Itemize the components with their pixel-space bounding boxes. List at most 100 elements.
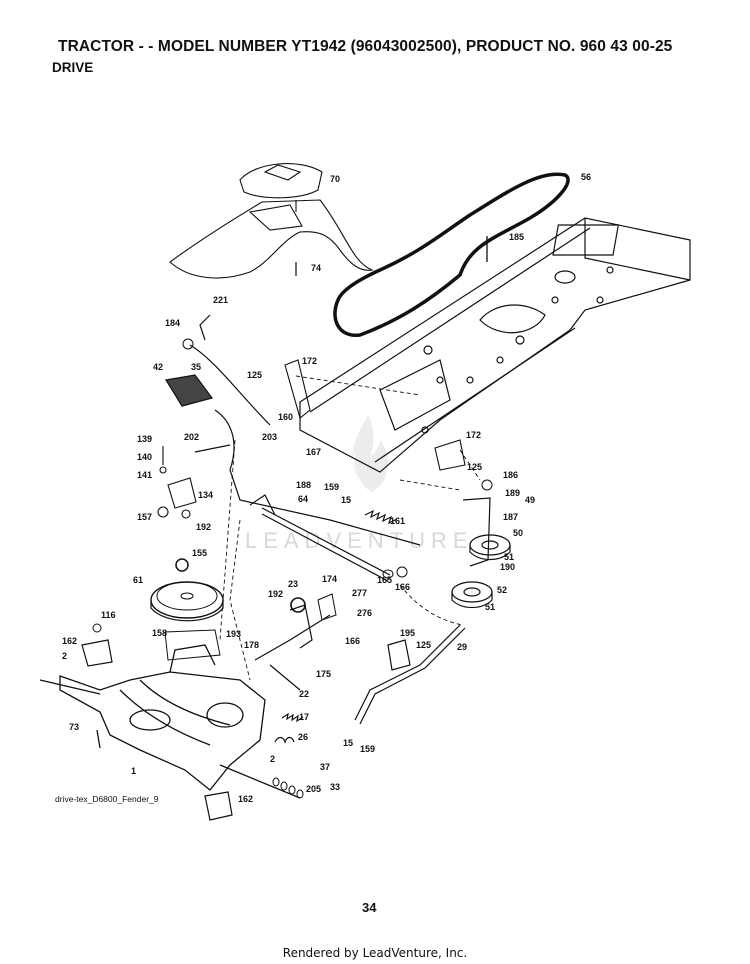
callout-139: 139 [137, 434, 152, 444]
bracket-172-upper [284, 359, 311, 419]
transaxle-1 [39, 644, 301, 799]
callout-159-upper: 159 [324, 482, 339, 492]
callout-159-lower: 159 [360, 744, 375, 754]
washers-37-205-33 [272, 777, 304, 799]
washer-165 [382, 569, 394, 579]
callout-50: 50 [513, 528, 523, 538]
callout-125-upper: 125 [247, 370, 262, 380]
callout-162-lower: 162 [238, 794, 253, 804]
bracket-174 [317, 593, 337, 621]
callout-186: 186 [503, 470, 518, 480]
callout-140: 140 [137, 452, 152, 462]
callout-64: 64 [298, 494, 308, 504]
callout-202: 202 [184, 432, 199, 442]
watermark-text: LEADVENTURE [245, 528, 474, 553]
section-title: DRIVE [52, 60, 94, 75]
callout-189: 189 [505, 488, 520, 498]
idler-pulley-52 [451, 581, 493, 609]
footer-text: Rendered by LeadVenture, Inc. [282, 946, 468, 960]
mount-162-lower [204, 791, 233, 821]
callout-49: 49 [525, 495, 535, 505]
nut-116 [92, 623, 102, 633]
knob-184 [182, 338, 194, 350]
callout-165: 165 [377, 575, 392, 585]
bolt-73 [96, 729, 101, 749]
pedal-assembly [165, 314, 421, 546]
callout-17: 17 [299, 712, 309, 722]
o-ring-23 [290, 597, 306, 613]
callout-42: 42 [153, 362, 163, 372]
diagram-credit: drive-tex_D6800_Fender_9 [55, 794, 159, 804]
washer-166 [396, 566, 408, 578]
callout-277: 277 [352, 588, 367, 598]
callout-221: 221 [213, 295, 228, 305]
callout-187: 187 [503, 512, 518, 522]
bracket-172-lower [434, 439, 466, 471]
callout-157: 157 [137, 512, 152, 522]
spring-17 [281, 712, 304, 723]
shaft-64 [261, 507, 391, 582]
callout-51-upper: 51 [504, 552, 514, 562]
callout-175: 175 [316, 669, 331, 679]
bracket-134 [157, 446, 197, 519]
callout-2-lower: 2 [270, 754, 275, 764]
callout-166-lower: 166 [345, 636, 360, 646]
callout-2-upper: 2 [62, 651, 67, 661]
callout-37: 37 [320, 762, 330, 772]
fender [169, 163, 375, 279]
callout-190: 190 [500, 562, 515, 572]
tractor-frame [299, 217, 691, 473]
arm-49 [462, 497, 491, 567]
routing-lines [219, 375, 481, 681]
callout-22: 22 [299, 689, 309, 699]
spring-161 [364, 509, 398, 525]
callout-33: 33 [330, 782, 340, 792]
callout-141: 141 [137, 470, 152, 480]
callout-166-upper: 166 [395, 582, 410, 592]
linkage-29 [354, 624, 466, 725]
callout-172-upper: 172 [302, 356, 317, 366]
rod-22 [254, 604, 331, 691]
ring-155 [175, 558, 189, 572]
callout-205: 205 [306, 784, 321, 794]
callout-29: 29 [457, 642, 467, 652]
watermark-flame-icon [352, 415, 389, 492]
callout-174: 174 [322, 574, 337, 584]
spring-26 [274, 736, 295, 744]
callout-162-upper: 162 [62, 636, 77, 646]
callout-203: 203 [262, 432, 277, 442]
callout-61: 61 [133, 575, 143, 585]
callout-26: 26 [298, 732, 308, 742]
callout-35: 35 [191, 362, 201, 372]
page-number: 34 [362, 900, 377, 915]
callout-52: 52 [497, 585, 507, 595]
callout-134: 134 [198, 490, 213, 500]
callout-158: 158 [152, 628, 167, 638]
mount-162-upper [81, 639, 113, 667]
callout-185: 185 [509, 232, 524, 242]
callout-116: 116 [101, 610, 116, 620]
callout-276: 276 [357, 608, 372, 618]
callout-178: 178 [244, 640, 259, 650]
callout-74: 74 [311, 263, 321, 273]
frame-158 [164, 629, 221, 661]
callout-1: 1 [131, 766, 136, 776]
callout-125-mid: 125 [467, 462, 482, 472]
callout-188: 188 [296, 480, 311, 490]
page-title: TRACTOR - - MODEL NUMBER YT1942 (9604300… [58, 38, 673, 55]
callout-125-lower: 125 [416, 640, 431, 650]
pulley-61 [150, 581, 224, 622]
callout-56: 56 [581, 172, 591, 182]
drive-belt [333, 172, 570, 337]
callout-15-upper: 15 [341, 495, 351, 505]
callout-161: 161 [390, 516, 405, 526]
callout-155: 155 [192, 548, 207, 558]
callout-23: 23 [288, 579, 298, 589]
callout-73: 73 [69, 722, 79, 732]
callout-15-lower: 15 [343, 738, 353, 748]
callout-172-lower: 172 [466, 430, 481, 440]
bolt-186 [481, 479, 493, 491]
callout-192-lower: 192 [268, 589, 283, 599]
callout-192-upper: 192 [196, 522, 211, 532]
